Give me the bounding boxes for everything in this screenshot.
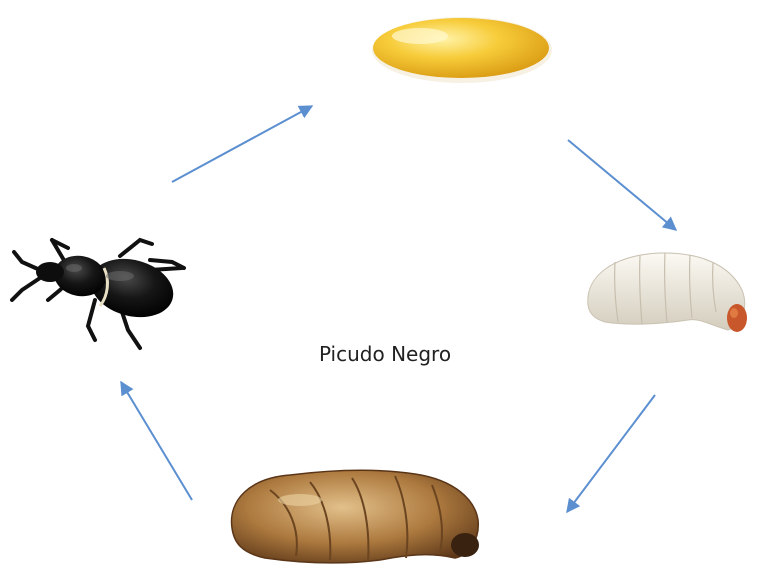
diagram-center-label: Picudo Negro bbox=[290, 340, 480, 368]
arrow-adult-to-egg bbox=[172, 106, 312, 182]
beetle-icon bbox=[12, 240, 184, 348]
pupa-icon bbox=[232, 470, 479, 563]
arrow-larva-to-pupa bbox=[567, 395, 655, 512]
egg-icon bbox=[372, 17, 552, 83]
larva-icon bbox=[588, 253, 747, 332]
arrow-pupa-to-adult bbox=[121, 382, 192, 500]
arrow-egg-to-larva bbox=[568, 140, 676, 230]
